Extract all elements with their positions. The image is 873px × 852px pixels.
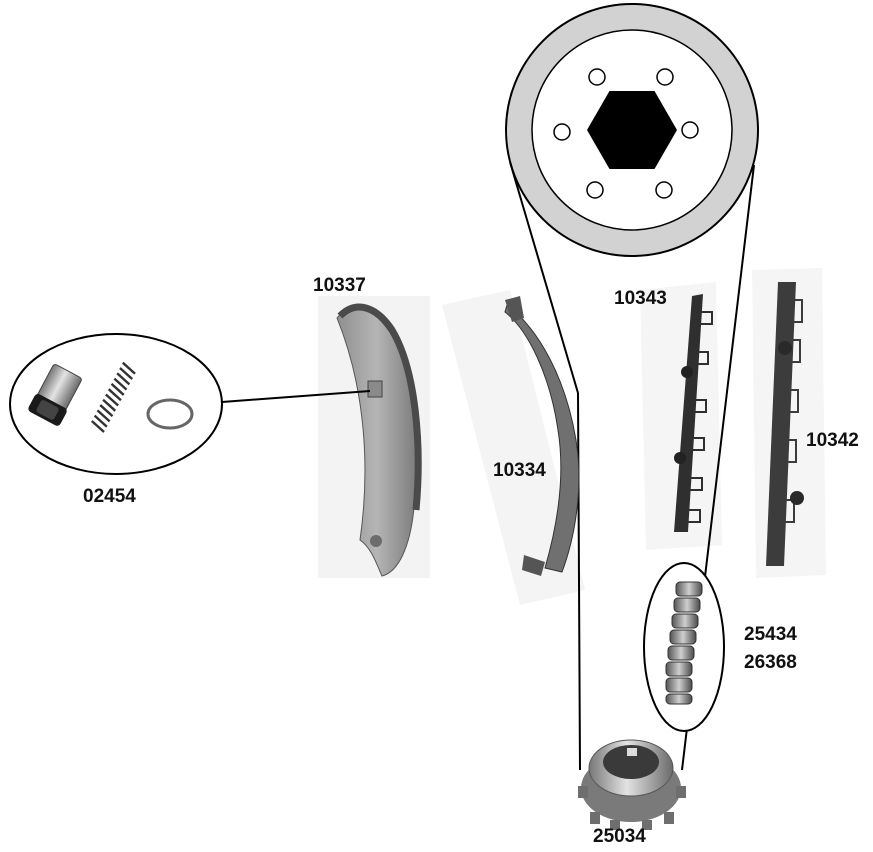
label-25034: 25034 [593,826,646,848]
cam-sprocket [506,4,758,256]
label-10342: 10342 [806,430,859,452]
label-10337: 10337 [313,275,366,297]
label-02454: 02454 [83,486,136,508]
timing-chain-callout [644,563,724,731]
crank-sprocket-25034 [578,740,686,830]
label-26368: 26368 [744,652,797,674]
label-10334: 10334 [493,460,546,482]
label-10343: 10343 [614,288,667,310]
tensioner-kit-02454 [10,334,370,474]
label-25434: 25434 [744,624,797,646]
